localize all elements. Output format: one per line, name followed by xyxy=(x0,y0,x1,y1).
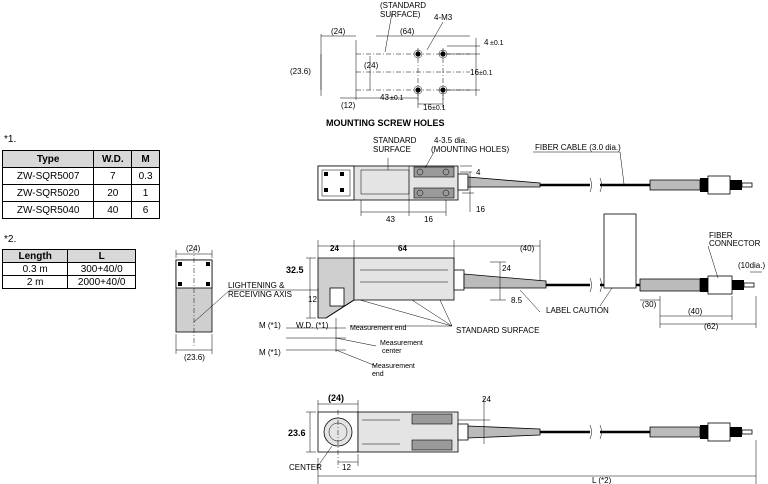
holes-dim-16h: 16 xyxy=(423,103,432,112)
side-meas-end-1: Measurement xyxy=(372,363,415,370)
t2-table-cell: 2000+40/0 xyxy=(67,275,136,289)
top-dim-43: 43 xyxy=(386,215,395,224)
side-meas-center-1: Measurement xyxy=(380,340,423,347)
holes-dim-43-tol: ±0.1 xyxy=(390,95,404,102)
t2-table-header: Length xyxy=(1,249,69,263)
top-std-2: SURFACE xyxy=(373,145,411,154)
holes-dim-4-tol: ±0.1 xyxy=(490,40,504,47)
side-dim-24r: 24 xyxy=(502,264,511,273)
side-label-caution: LABEL CAUTION xyxy=(546,306,609,315)
side-view: 24 64 (40) 32.5 24 12 8.5 LIGHTENING & R… xyxy=(228,213,765,378)
holes-dim-16v-tol: ±0.1 xyxy=(479,70,493,77)
t1-table-cell: ZW-SQR5040 xyxy=(1,201,95,219)
note-2: *2. xyxy=(4,234,17,245)
side-dim-12: 12 xyxy=(308,295,317,304)
side-m-wd: M (*1) xyxy=(259,321,281,330)
bottom-center: CENTER xyxy=(289,463,322,472)
end-view: (24) (23.6) xyxy=(175,244,231,362)
side-dim-8-5: 8.5 xyxy=(511,296,523,305)
holes-dim-24b: (24) xyxy=(364,61,379,70)
mounting-holes-view: (STANDARD SURFACE) 4-M3 (24) (64) 4 ±0.1… xyxy=(290,1,504,128)
holes-dim-23-6: (23.6) xyxy=(290,67,311,76)
bottom-dim-24: (24) xyxy=(328,393,344,403)
t2-table-header: L xyxy=(67,249,136,263)
side-dim-40: (40) xyxy=(520,244,535,253)
side-lightening-1: LIGHTENING & xyxy=(228,281,285,290)
t1-table-cell: 6 xyxy=(131,201,160,219)
side-dim-64: 64 xyxy=(398,244,407,253)
holes-std-surface-2: SURFACE) xyxy=(380,10,421,19)
top-dia-1: 4-3.5 dia. xyxy=(434,136,467,145)
top-fiber-cable: FIBER CABLE (3.0 dia.) xyxy=(535,143,621,152)
side-dim-40b: (40) xyxy=(688,307,703,316)
note-1: *1. xyxy=(4,134,17,145)
bottom-dim-24r: 24 xyxy=(482,395,491,404)
holes-dim-16h-tol: ±0.1 xyxy=(432,105,446,112)
bottom-dim-23-6: 23.6 xyxy=(288,428,306,438)
side-meas-center-2: center xyxy=(382,348,402,355)
holes-m3-label: 4-M3 xyxy=(434,13,453,22)
holes-std-surface-1: (STANDARD xyxy=(380,1,426,10)
holes-dim-24a: (24) xyxy=(331,27,346,36)
t1-table-header: Type xyxy=(1,150,95,168)
side-fiber-connector-2: CONNECTOR xyxy=(709,239,761,248)
bottom-dim-12: 12 xyxy=(342,463,351,472)
side-dim-32-5: 32.5 xyxy=(286,265,304,275)
side-meas-end-top: Measurement end xyxy=(350,325,407,332)
holes-title: MOUNTING SCREW HOLES xyxy=(326,118,445,128)
top-dim-16v: 16 xyxy=(476,205,485,214)
t2-table-cell: 2 m xyxy=(1,275,69,289)
side-std-surface: STANDARD SURFACE xyxy=(456,326,539,335)
holes-dim-16v: 16 xyxy=(470,68,479,77)
top-dim-4: 4 xyxy=(476,168,481,177)
end-dim-24: (24) xyxy=(186,244,201,253)
top-dia-2: (MOUNTING HOLES) xyxy=(431,145,510,154)
end-dim-23-6: (23.6) xyxy=(184,353,205,362)
side-dim-62: (62) xyxy=(704,322,719,331)
holes-dim-4: 4 xyxy=(484,38,489,47)
side-wd: W.D. (*1) xyxy=(296,321,329,330)
bottom-view: (24) 23.6 24 CENTER 12 L (*2) xyxy=(288,393,757,484)
side-dim-30: (30) xyxy=(642,300,657,309)
bottom-l-note: L (*2) xyxy=(592,476,612,484)
t1-table-header: W.D. xyxy=(93,150,133,168)
holes-dim-12: (12) xyxy=(341,101,356,110)
side-dim-24: 24 xyxy=(330,244,339,253)
holes-dim-64: (64) xyxy=(400,27,415,36)
side-dim-10dia: (10dia.) xyxy=(738,261,765,270)
side-meas-end-2: end xyxy=(372,371,384,378)
top-dim-16: 16 xyxy=(424,215,433,224)
side-lightening-2: RECEIVING AXIS xyxy=(228,290,292,299)
side-fiber-connector-1: FIBER xyxy=(709,231,733,240)
t1-table-cell: 40 xyxy=(93,201,133,219)
top-view: STANDARD SURFACE 4-3.5 dia. (MOUNTING HO… xyxy=(317,136,753,224)
side-m2: M (*1) xyxy=(259,348,281,357)
holes-dim-43: 43 xyxy=(380,93,389,102)
top-std-1: STANDARD xyxy=(373,136,417,145)
